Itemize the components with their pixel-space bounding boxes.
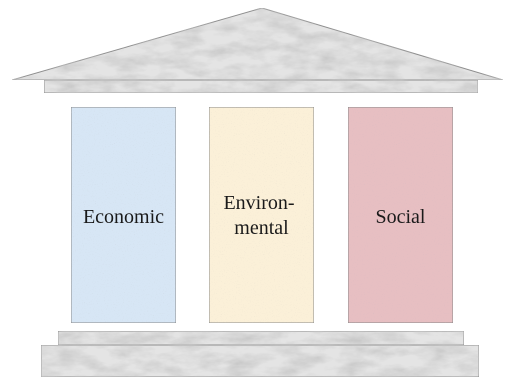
- pillar-environmental-label-line-2: mental: [234, 217, 289, 239]
- entablature: [43, 79, 479, 94]
- pillar-economic: Economic: [70, 106, 177, 324]
- pillar-economic-label: Economic: [83, 206, 164, 228]
- base-lower-step: [40, 344, 480, 378]
- pillar-social-label: Social: [376, 206, 426, 228]
- pillar-social-label-line-1: Social: [376, 206, 426, 228]
- pillar-economic-shaft: [70, 106, 177, 324]
- pillar-environmental-shaft: [208, 106, 315, 324]
- pillar-environmental: Environ- mental: [208, 106, 315, 324]
- pillar-social: Social: [347, 106, 454, 324]
- pillar-economic-label-line-1: Economic: [83, 206, 164, 228]
- roof: [11, 7, 504, 94]
- base: [40, 330, 480, 378]
- pillar-social-shaft: [347, 106, 454, 324]
- pillar-environmental-label: Environ- mental: [223, 192, 299, 239]
- base-upper-step: [57, 330, 465, 346]
- pillars: Economic Environ- mental Social: [70, 106, 454, 324]
- pediment: [11, 7, 504, 81]
- pillar-environmental-label-line-1: Environ-: [223, 192, 294, 214]
